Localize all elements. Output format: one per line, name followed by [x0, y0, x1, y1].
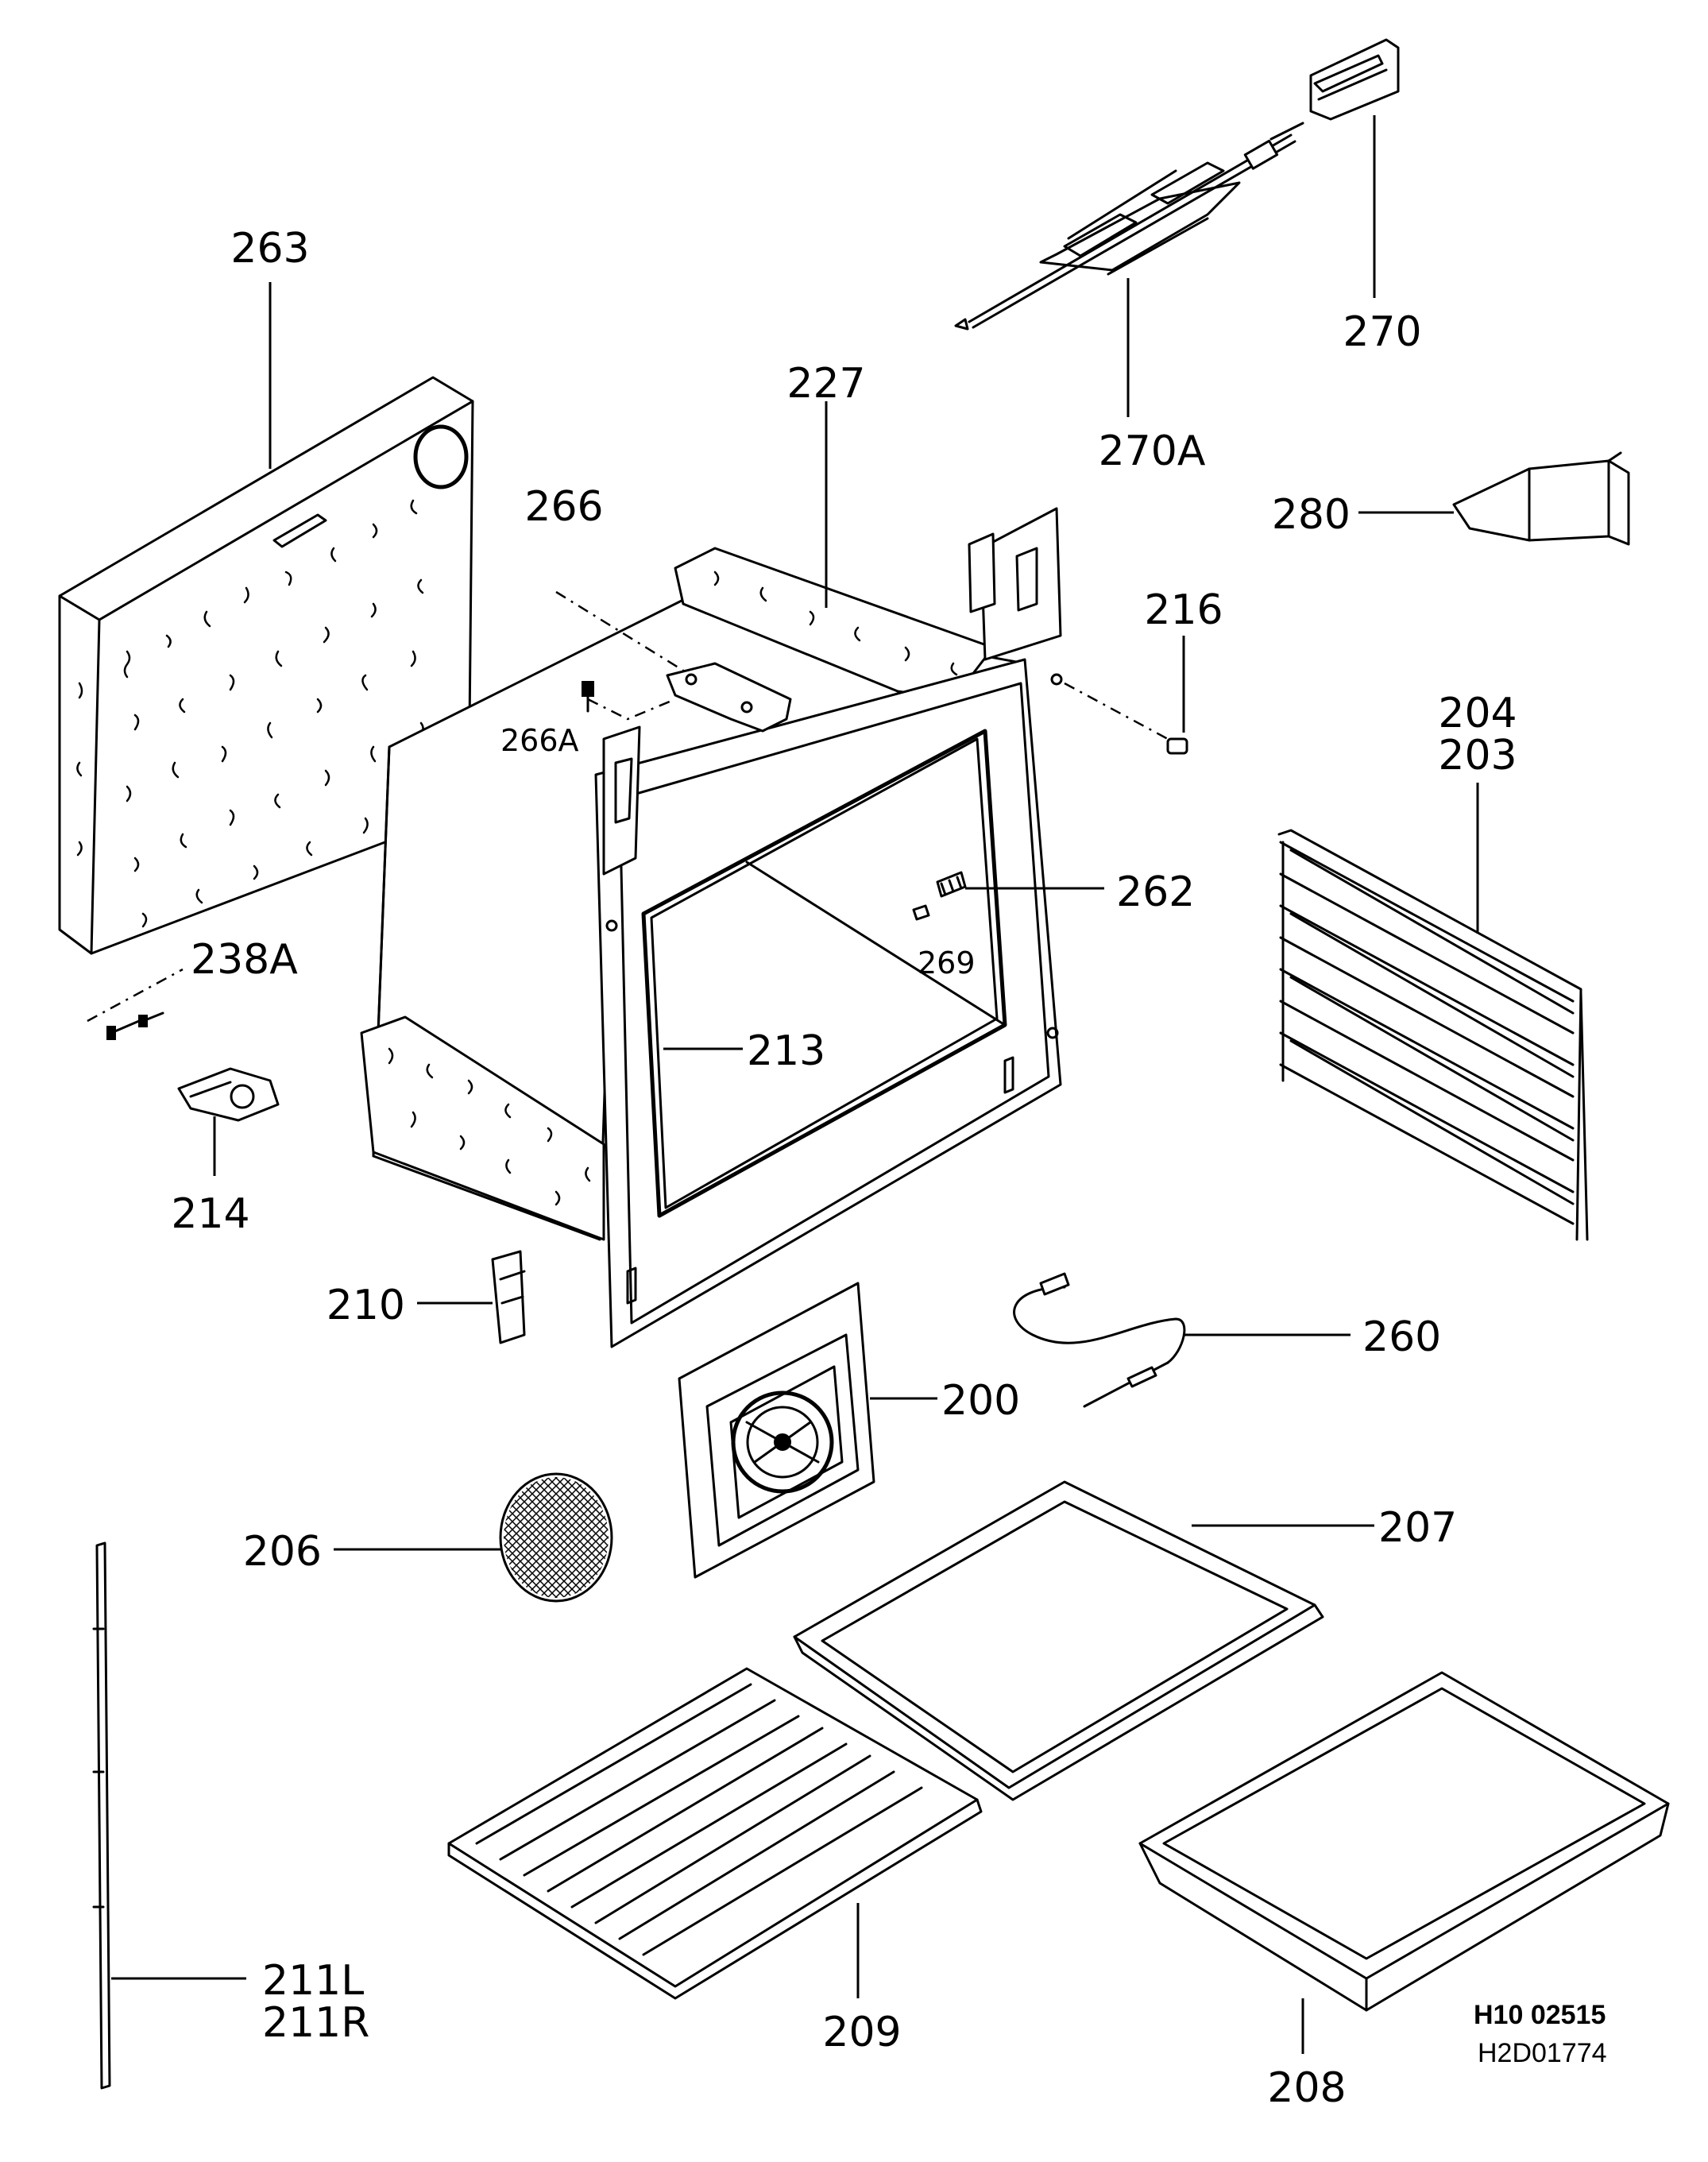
label-262: 262 [1116, 868, 1195, 916]
label-266: 266 [524, 483, 603, 531]
label-210: 210 [327, 1282, 405, 1329]
label-269: 269 [918, 946, 976, 980]
insulation-panel-263: 263 [58, 225, 474, 955]
side-rail-211: 211L 211R [92, 1541, 369, 2090]
label-206: 206 [243, 1528, 322, 1576]
bracket-280: 280 [1272, 451, 1630, 546]
grease-filter-206: 206 [243, 1472, 613, 1603]
screws-238A: 238A [87, 936, 298, 1040]
deep-pan-208: 208 [1138, 1671, 1670, 2112]
label-209: 209 [822, 2009, 901, 2056]
oven-shelf-209: 209 [447, 1667, 983, 2056]
label-263: 263 [230, 225, 309, 273]
drawing-number: H10 02515 [1474, 2000, 1606, 2030]
oven-cavity-227: 227 213 [360, 360, 1063, 1348]
lamp-holder-214: 214 [171, 1067, 280, 1238]
label-260: 260 [1362, 1313, 1441, 1361]
rotisserie-spit-270A: 270A [954, 122, 1304, 475]
switch-210: 210 [327, 1250, 526, 1344]
label-238A: 238A [191, 936, 298, 984]
fan-cover-200: 200 [678, 1282, 1020, 1579]
label-208: 208 [1267, 2064, 1346, 2112]
label-280: 280 [1272, 491, 1351, 539]
label-227: 227 [786, 360, 865, 408]
baking-tray-207: 207 [793, 1480, 1457, 1801]
label-266A: 266A [500, 723, 579, 758]
reference-number: H2D01774 [1478, 2038, 1607, 2068]
label-270: 270 [1343, 308, 1421, 356]
label-203: 203 [1438, 732, 1517, 779]
label-211R: 211R [262, 1999, 369, 2047]
part-269: 269 [912, 904, 976, 980]
oven-racks-204-203: 204 203 [1277, 690, 1589, 1241]
label-200: 200 [941, 1377, 1020, 1425]
meat-probe-260: 260 [1013, 1272, 1441, 1408]
label-270A: 270A [1099, 427, 1206, 475]
bracket-266: 266 266A [500, 483, 792, 758]
label-211L: 211L [262, 1957, 364, 2005]
label-216: 216 [1144, 586, 1223, 634]
part-216: 216 [1064, 586, 1223, 755]
spit-handle-270: 270 [1309, 38, 1422, 356]
label-207: 207 [1378, 1504, 1457, 1552]
part-262: 262 [936, 868, 1195, 916]
label-204: 204 [1438, 690, 1517, 737]
label-214: 214 [171, 1190, 249, 1238]
label-213: 213 [747, 1027, 825, 1075]
